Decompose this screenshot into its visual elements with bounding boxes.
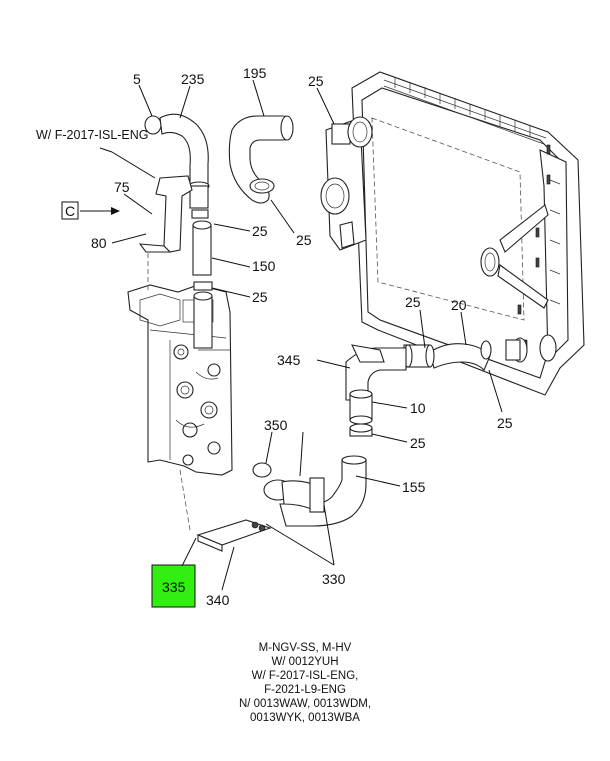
- radiator: [320, 71, 585, 396]
- label-330: 330: [322, 571, 346, 587]
- label-155: 155: [402, 479, 426, 495]
- label-25-top: 25: [308, 73, 324, 89]
- label-25-a: 25: [252, 223, 268, 239]
- label-20: 20: [451, 297, 467, 313]
- highlighted-part-box[interactable]: [151, 564, 196, 608]
- label-25-f: 25: [410, 435, 426, 451]
- caption-line-2: W/ 0012YUH: [271, 656, 338, 668]
- label-25-c: 25: [296, 232, 312, 248]
- upper-coolant-pipe: [138, 113, 213, 349]
- label-25-d: 25: [405, 294, 421, 310]
- label-235: 235: [181, 71, 205, 87]
- label-335[interactable]: 335: [162, 579, 186, 595]
- label-350: 350: [264, 417, 288, 433]
- engine-block: [127, 245, 233, 531]
- caption-line-4: F-2021-L9-ENG: [264, 684, 346, 696]
- label-note-isl: W/ F-2017-ISL-ENG: [36, 128, 149, 142]
- upper-hose-195: [228, 115, 294, 204]
- label-10: 10: [410, 400, 426, 416]
- view-c-letter: C: [65, 203, 75, 219]
- label-80: 80: [91, 235, 107, 251]
- label-25-b: 25: [252, 289, 268, 305]
- caption-line-1: M-NGV-SS, M-HV: [259, 642, 352, 654]
- caption-line-3: W/ F-2017-ISL-ENG,: [252, 670, 359, 682]
- bracket-assembly: [196, 519, 272, 552]
- label-5: 5: [133, 71, 141, 87]
- label-75: 75: [114, 179, 130, 195]
- caption-line-5: N/ 0013WAW, 0013WDM,: [239, 698, 371, 710]
- applicability-caption: M-NGV-SS, M-HV W/ 0012YUH W/ F-2017-ISL-…: [239, 642, 371, 724]
- view-c-indicator: C: [61, 201, 120, 220]
- label-345: 345: [277, 352, 301, 368]
- label-150: 150: [252, 258, 276, 274]
- lower-hoses: [252, 337, 528, 527]
- leader-lines: [99, 79, 503, 591]
- label-25-e: 25: [497, 415, 513, 431]
- caption-line-6: 0013WYK, 0013WBA: [250, 712, 360, 724]
- part-labels: 5 235 195 25 W/ F-2017-ISL-ENG 75 80 25 …: [36, 65, 513, 608]
- label-195: 195: [243, 65, 267, 81]
- label-340: 340: [206, 592, 230, 608]
